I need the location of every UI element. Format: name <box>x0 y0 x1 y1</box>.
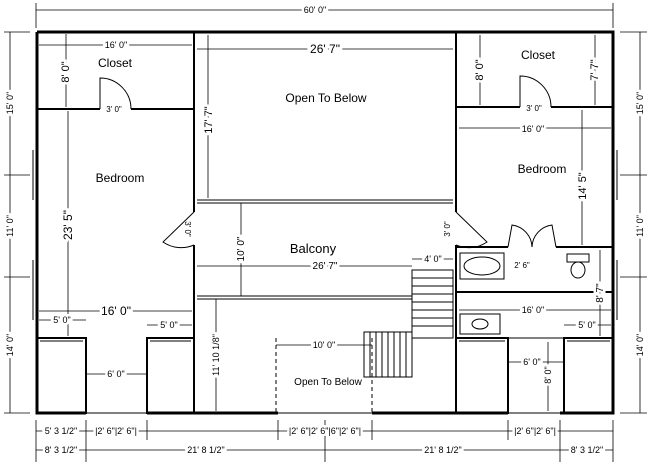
bottom-row2-c: 21' 8 1/2" <box>424 445 461 455</box>
bottom-row1-a: 5' 3 1/2" <box>45 426 77 436</box>
dim-left-bed-width: 16' 0" <box>101 304 131 318</box>
closet-right-label: Closet <box>521 48 556 62</box>
side-dimensions: 15' 0" 11' 0" 14' 0" 15' 0" 11' 0" 14' 0… <box>3 31 648 414</box>
dim-left-door: 3' 0" <box>183 221 192 237</box>
bottom-row2-a: 8' 3 1/2" <box>45 445 77 455</box>
open-to-below-top-label: Open To Below <box>285 91 366 105</box>
dim-bath-5: 5' 0" <box>578 320 595 330</box>
dim-left-bed-5-right: 5' 0" <box>160 320 177 330</box>
bedroom-right-label: Bedroom <box>518 162 567 176</box>
bottom-row1-c: |2' 6"|2' 6"|6"|2' 6"| <box>289 426 361 436</box>
interior-dimensions: 16' 0" 8' 0" 3' 0" 26' 7" 17' 7" 8' 0" 7… <box>39 34 611 411</box>
dim-balcony-depth: 10' 0" <box>236 236 247 261</box>
dim-right-closet-depth-a: 8' 0" <box>474 59 486 80</box>
bottom-row1-d: |2' 6"|2' 6"| <box>514 426 556 436</box>
bottom-row1-b: |2' 6"|2' 6"| <box>95 426 137 436</box>
dim-left-closet-depth: 8' 0" <box>60 61 72 82</box>
overall-width-dimension: 60' 0" <box>35 3 614 28</box>
dim-right-bed-depth: 14' 5" <box>577 172 589 200</box>
doors <box>99 75 557 249</box>
dim-bath-8-7: 8' 7" <box>595 283 606 303</box>
side-left-14: 14' 0" <box>5 334 15 356</box>
dim-stair-4: 4' 0" <box>424 254 441 264</box>
dim-open-lower-depth: 11' 10 1/8" <box>211 334 221 376</box>
dim-right-door: 3' 0" <box>443 221 452 237</box>
dim-right-closet-depth-b: 7' 7" <box>589 59 601 80</box>
dim-bath-width: 16' 0" <box>522 305 544 315</box>
side-right-14: 14' 0" <box>635 334 645 356</box>
dim-right-bed-width: 16' 0" <box>522 124 544 134</box>
bedroom-left-label: Bedroom <box>96 171 145 185</box>
balcony-label: Balcony <box>290 241 337 256</box>
bottom-dimensions: 5' 3 1/2" |2' 6"|2' 6"| |2' 6"|2' 6"|6"|… <box>35 420 614 462</box>
dim-left-bed-5-left: 5' 0" <box>53 315 70 325</box>
dim-open-width: 26' 7" <box>310 42 340 56</box>
dim-open-depth: 17' 7" <box>203 106 215 134</box>
dim-left-closet-width: 16' 0" <box>105 40 127 50</box>
closet-left-label: Closet <box>98 56 133 70</box>
overall-width-label: 60' 0" <box>304 5 326 15</box>
dim-right-closet-6: 6' 0" <box>523 357 540 367</box>
bottom-row2-d: 8' 3 1/2" <box>571 445 603 455</box>
dim-left-closet-6: 6' 0" <box>107 369 124 379</box>
bath-fixtures <box>459 252 590 335</box>
dim-left-bed-depth: 23' 5" <box>61 210 75 240</box>
dim-balcony-width: 26' 7" <box>313 261 338 272</box>
bottom-row2-b: 21' 8 1/2" <box>187 445 224 455</box>
side-left-15: 15' 0" <box>5 92 15 114</box>
dim-right-closet-8: 8' 0" <box>543 366 553 383</box>
side-right-15: 15' 0" <box>635 92 645 114</box>
dim-open-lower-width: 10' 0" <box>313 340 335 350</box>
open-to-below-bottom-label: Open To Below <box>294 377 362 388</box>
stairs <box>275 269 454 413</box>
dim-left-closet-door: 3' 0" <box>106 105 122 114</box>
side-left-11: 11' 0" <box>5 215 15 237</box>
side-right-11: 11' 0" <box>635 215 645 237</box>
dim-bath-2-6: 2' 6" <box>514 261 530 270</box>
interior-walls <box>32 32 618 414</box>
dim-right-closet-door: 3' 0" <box>526 104 542 113</box>
